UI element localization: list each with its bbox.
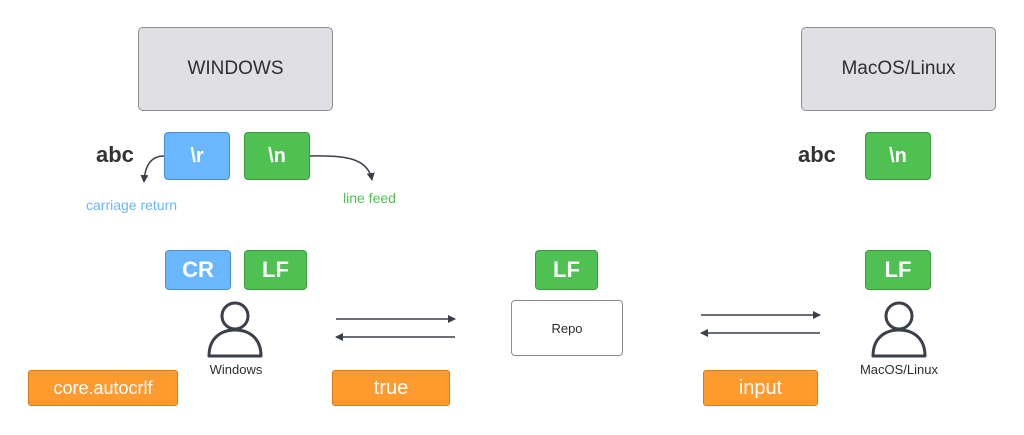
- unix-os-title: MacOS/Linux: [841, 58, 956, 79]
- repo-label: Repo: [551, 320, 583, 336]
- unix-user-icon: [871, 301, 927, 358]
- line-feed-arrow-icon: [309, 155, 375, 181]
- line-feed-note: line feed: [343, 190, 396, 206]
- repo-lf-tag: LF: [535, 250, 598, 290]
- unix-os-box: MacOS/Linux: [801, 27, 996, 111]
- lf-char-tag: \n: [244, 132, 310, 180]
- windows-cr-tag: CR: [165, 250, 231, 290]
- repo-box: Repo: [511, 300, 623, 356]
- core-autocrlf-setting: core.autocrlf: [28, 370, 178, 406]
- windows-os-title: WINDOWS: [187, 58, 284, 79]
- unix-lf-tag: LF: [865, 250, 931, 290]
- windows-autocrlf-value: true: [332, 370, 450, 406]
- carriage-return-note: carriage return: [86, 197, 178, 213]
- unix-abc-text: abc: [798, 142, 836, 167]
- windows-os-box: WINDOWS: [138, 27, 333, 111]
- windows-lf-tag: LF: [244, 250, 307, 290]
- cr-char-tag: \r: [164, 132, 230, 180]
- windows-abc-text: abc: [96, 142, 134, 167]
- carriage-return-arrow-icon: [140, 155, 165, 183]
- unix-user-label: MacOS/Linux: [859, 362, 939, 377]
- windows-user-icon: [207, 301, 263, 358]
- windows-user-label: Windows: [209, 362, 263, 377]
- unix-autocrlf-value: input: [703, 370, 818, 406]
- unix-lf-char-tag: \n: [865, 132, 931, 180]
